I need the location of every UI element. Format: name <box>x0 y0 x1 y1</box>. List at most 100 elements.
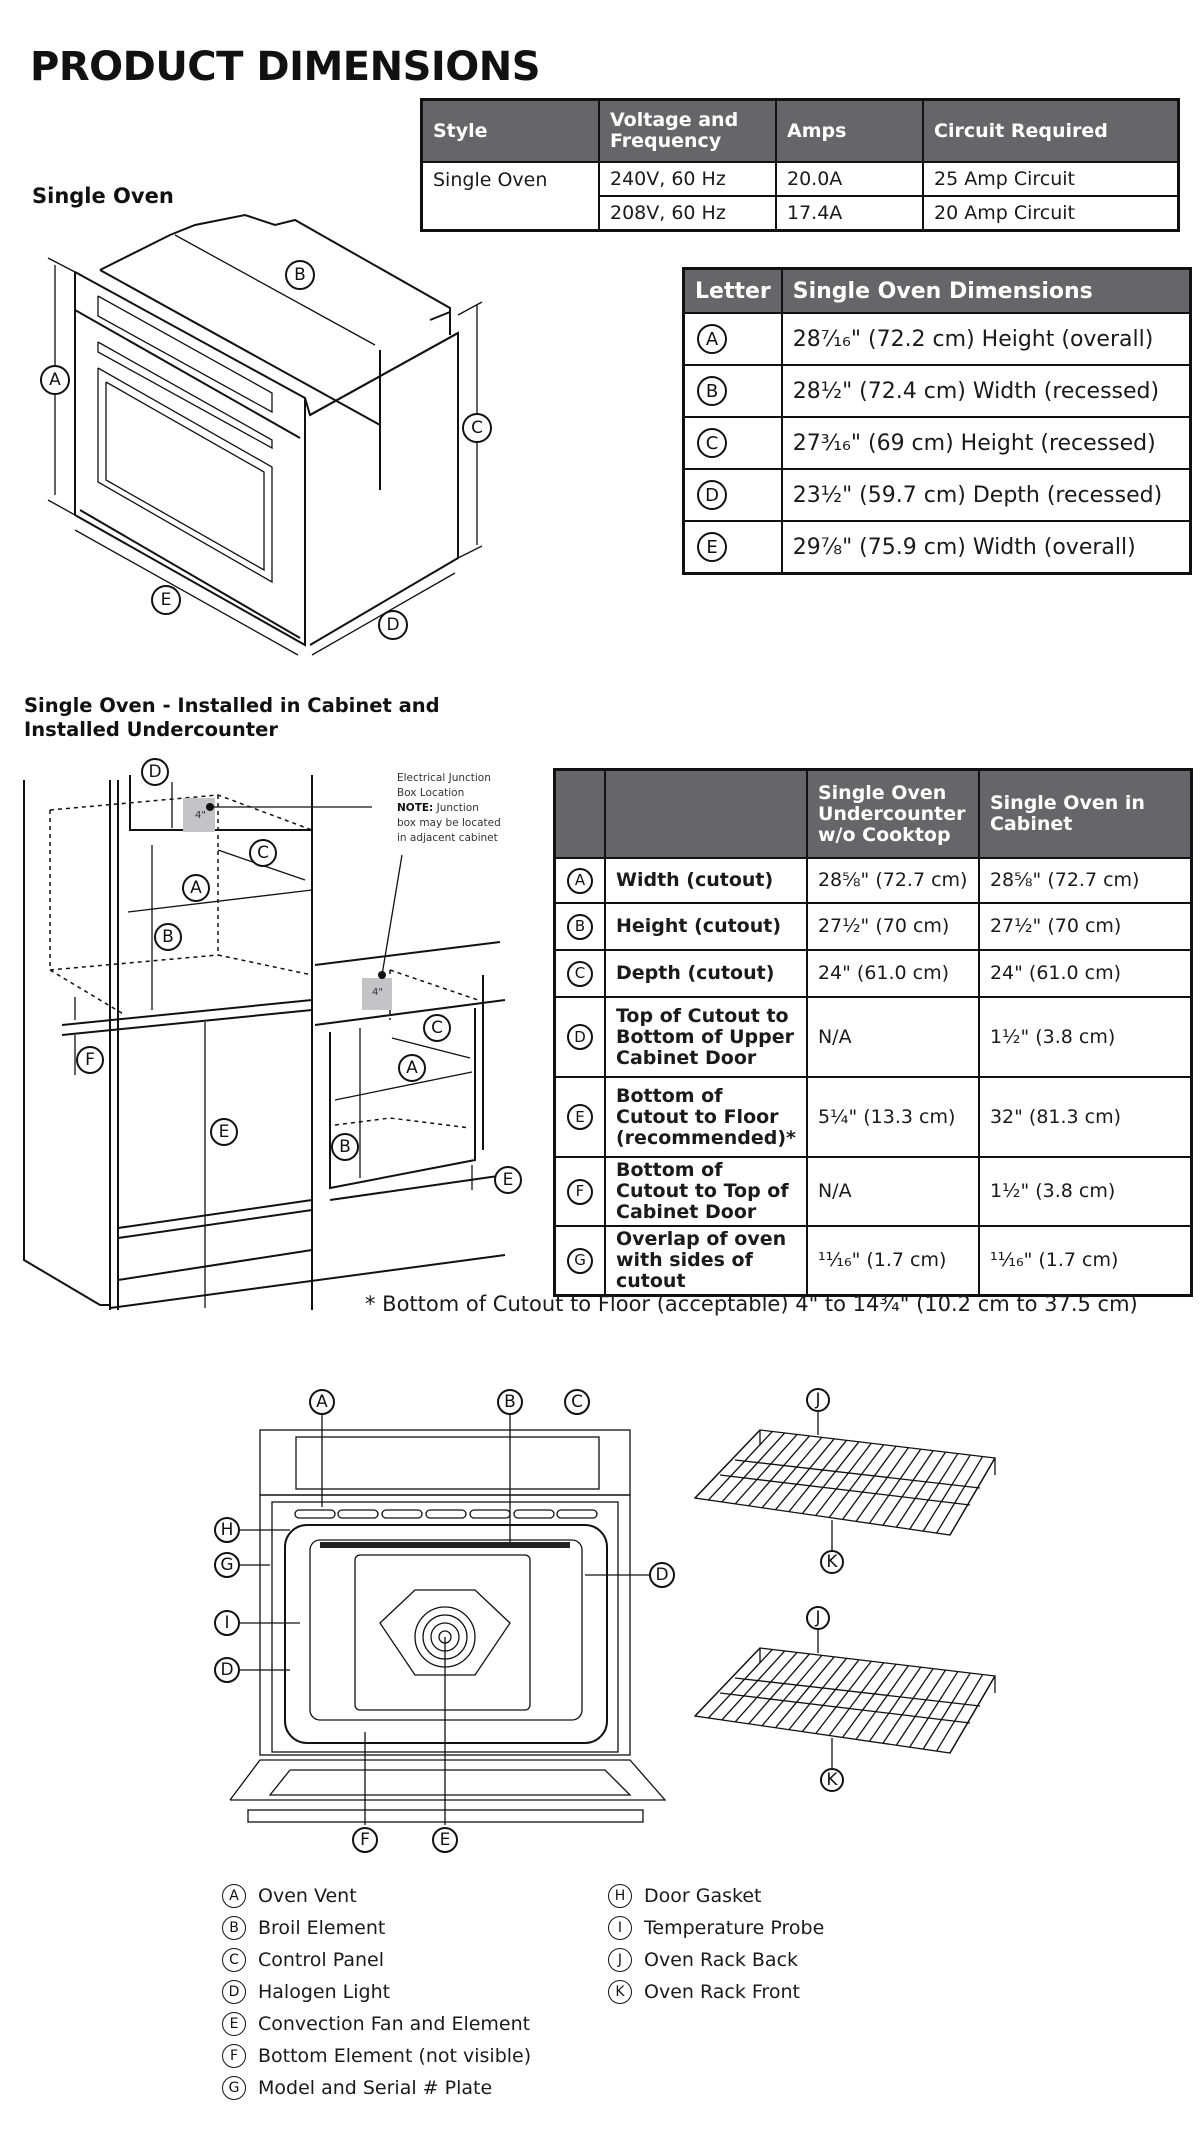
callout-e: E <box>151 585 181 615</box>
rack-wire <box>855 1665 909 1740</box>
undercounter-value: 24" (61.0 cm) <box>805 949 980 998</box>
row-description: Top of Cutout to Bottom of Upper Cabinet… <box>604 996 808 1078</box>
rack-wire <box>694 1647 761 1717</box>
rack-wire <box>842 1445 897 1520</box>
rack-wire <box>815 1660 872 1734</box>
callout-d-right: D <box>649 1562 675 1588</box>
callout-j-top: J <box>806 1388 830 1412</box>
rack-wire <box>775 1656 835 1729</box>
callout-c: C <box>462 413 492 443</box>
svg-text:B: B <box>294 265 306 285</box>
letter-badge: G <box>222 2076 246 2100</box>
callout-c: C <box>249 839 277 867</box>
rack-wire <box>788 1657 848 1731</box>
svg-text:K: K <box>826 1770 838 1790</box>
letter-badge: D <box>567 1024 593 1050</box>
table-row: D Top of Cutout to Bottom of Upper Cabin… <box>553 996 1193 1078</box>
table-row: E 29⅞" (75.9 cm) Width (overall) <box>682 520 1192 575</box>
callout-d-left: D <box>214 1657 240 1683</box>
svg-text:A: A <box>316 1392 328 1412</box>
table-row: 208V, 60 Hz 17.4A 20 Amp Circuit <box>422 195 1180 232</box>
table-row: Single Oven 240V, 60 Hz 20.0A 25 Amp Cir… <box>420 161 1180 232</box>
callout-d: D <box>378 610 408 640</box>
dimension-value: 27³⁄₁₆" (69 cm) Height (recessed) <box>780 416 1192 470</box>
header-voltage: Voltage and Frequency <box>598 98 777 163</box>
junction-boxes: 4" 4" <box>183 798 403 1010</box>
letter-badge: D <box>697 480 727 510</box>
rack-wire <box>721 1650 786 1721</box>
single-oven-dimensions-table: Letter Single Oven Dimensions A 28⁷⁄₁₆" … <box>682 267 1192 575</box>
svg-text:H: H <box>221 1520 234 1540</box>
callout-e: E <box>210 1118 238 1146</box>
dimension-value: 23½" (59.7 cm) Depth (recessed) <box>780 468 1192 522</box>
cabinet-value: 32" (81.3 cm) <box>977 1076 1193 1158</box>
letter-badge: A <box>567 867 593 894</box>
svg-text:C: C <box>471 418 483 438</box>
cabinet-outline <box>23 775 506 1310</box>
callout-a: A <box>309 1389 335 1415</box>
svg-text:I: I <box>224 1613 229 1633</box>
rack-wire <box>868 1448 922 1524</box>
header-undercounter: Single Oven Undercounter w/o Cooktop <box>805 768 980 859</box>
cabinet-value: 1½" (3.8 cm) <box>977 996 1193 1078</box>
rack-wire <box>936 1674 984 1752</box>
cabinet-value: 24" (61.0 cm) <box>977 949 1193 998</box>
svg-text:G: G <box>220 1555 233 1575</box>
single-oven-dimension-diagram: A B C D E <box>40 213 492 656</box>
footnote: * Bottom of Cutout to Floor (acceptable)… <box>365 1292 1138 1316</box>
installation-section-label: Single Oven - Installed in Cabinet and I… <box>24 694 440 741</box>
callout-c-undercounter: C <box>423 1014 451 1042</box>
oven-parts-diagram: A B C H G I D D F E <box>214 1389 675 1853</box>
callout-e-undercounter: E <box>494 1166 522 1194</box>
header-cabinet: Single Oven in Cabinet <box>977 768 1193 859</box>
row-description: Width (cutout) <box>604 857 808 904</box>
letter-badge: E <box>567 1104 593 1130</box>
header-amps: Amps <box>775 98 924 163</box>
header-dimensions: Single Oven Dimensions <box>780 267 1192 314</box>
letter-badge: D <box>222 1980 246 2004</box>
row-description: Bottom of Cutout to Floor (recommended)* <box>604 1076 808 1158</box>
undercounter-value: 27½" (70 cm) <box>805 902 980 951</box>
cabinet-value: 27½" (70 cm) <box>977 902 1193 951</box>
letter-badge: A <box>697 324 727 354</box>
electrical-requirements-table: Style Voltage and Frequency Amps Circuit… <box>420 98 1180 232</box>
svg-text:E: E <box>161 590 172 610</box>
rack-wire <box>828 1662 885 1736</box>
dimension-value: 29⅞" (75.9 cm) Width (overall) <box>780 520 1192 575</box>
letter-badge: G <box>567 1247 593 1274</box>
callout-g: G <box>214 1552 240 1578</box>
svg-text:F: F <box>360 1830 370 1850</box>
rack-wire <box>949 1675 996 1754</box>
row-description: Height (cutout) <box>604 902 808 951</box>
svg-text:K: K <box>826 1552 838 1572</box>
voltage-cell: 208V, 60 Hz <box>598 195 777 232</box>
rack-wire <box>922 1672 971 1750</box>
svg-text:A: A <box>190 878 202 898</box>
callout-a: A <box>182 874 210 902</box>
callout-i: I <box>214 1610 240 1636</box>
rack-wire <box>828 1444 885 1518</box>
rack-wire <box>895 1451 947 1528</box>
single-oven-label: Single Oven <box>32 184 174 208</box>
callout-b: B <box>497 1389 523 1415</box>
header-style: Style <box>420 98 600 163</box>
row-description: Depth (cutout) <box>604 949 808 998</box>
letter-badge: E <box>222 2012 246 2036</box>
table-header-row: Style Voltage and Frequency Amps Circuit… <box>420 98 1180 163</box>
oven-rack-bottom <box>693 1647 997 1754</box>
svg-text:4": 4" <box>195 810 206 821</box>
svg-text:F: F <box>85 1050 95 1070</box>
svg-text:E: E <box>219 1122 230 1142</box>
callout-b: B <box>285 260 315 290</box>
dimension-value: 28½" (72.4 cm) Width (recessed) <box>780 364 1192 418</box>
letter-badge: K <box>608 1980 632 2004</box>
oven-rack-top <box>693 1429 997 1536</box>
callout-h: H <box>214 1517 240 1543</box>
undercounter-value: 28⅝" (72.7 cm) <box>805 857 980 904</box>
letter-badge: F <box>222 2044 246 2068</box>
